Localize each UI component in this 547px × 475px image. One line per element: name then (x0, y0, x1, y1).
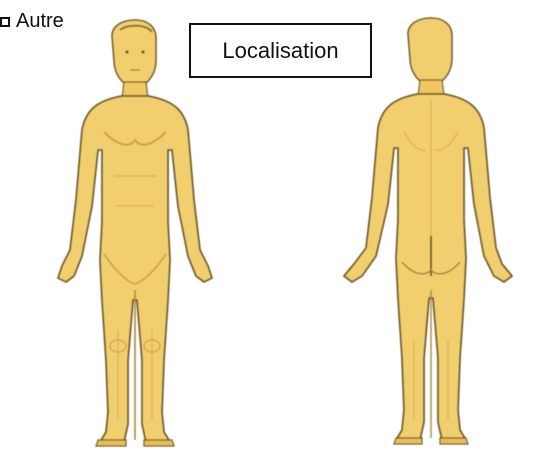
localisation-label: Localisation (222, 38, 338, 64)
body-back-icon[interactable] (344, 18, 512, 444)
localisation-label-box: Localisation (189, 23, 372, 78)
body-front-icon[interactable] (58, 20, 212, 446)
